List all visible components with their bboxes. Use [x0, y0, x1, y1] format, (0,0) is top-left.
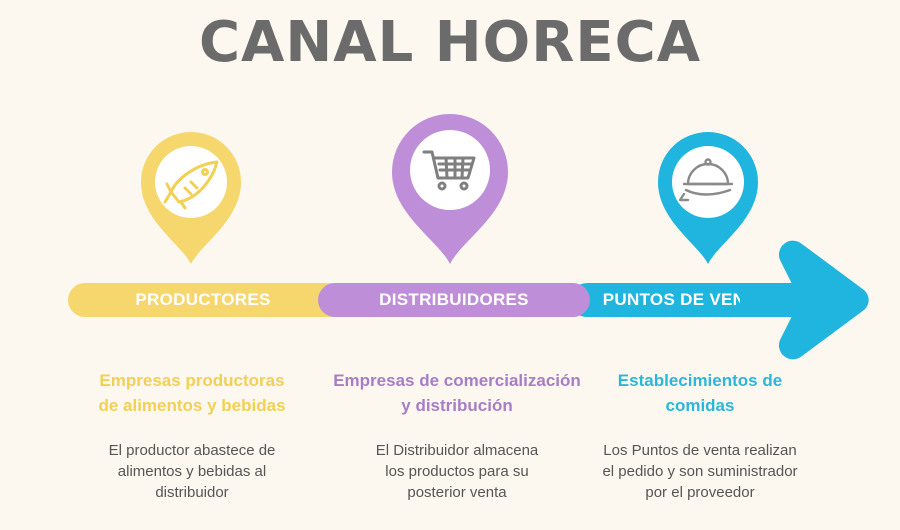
- points-of-sale-pin: [658, 132, 758, 264]
- producers-description: El productor abastece de alimentos y beb…: [108, 442, 276, 501]
- distributors-pin: [392, 114, 508, 264]
- stage-label-producers: PRODUCTORES: [68, 283, 338, 317]
- points-of-sale-heading: Establecimientos de comidas: [617, 371, 783, 415]
- stage-label-distributors: DISTRIBUIDORES: [318, 283, 590, 317]
- points-of-sale-description: Los Puntos de venta realizan el pedido y…: [602, 442, 798, 501]
- arrow-head-icon: [740, 238, 872, 367]
- shopping-cart-icon: [422, 150, 476, 191]
- producers-column: Empresas productoras de alimentos y bebi…: [72, 368, 312, 503]
- producers-heading: Empresas productoras de alimentos y bebi…: [98, 371, 286, 415]
- producers-pin: [141, 132, 241, 264]
- page-title: CANAL HORECA: [198, 10, 702, 75]
- points-of-sale-column: Establecimientos de comidas Los Puntos d…: [580, 368, 820, 503]
- serving-cloche-icon: [678, 158, 734, 202]
- distributors-description: El Distribuidor almacena los productos p…: [375, 442, 539, 501]
- distributors-column: Empresas de comercialización y distribuc…: [312, 368, 602, 503]
- fish-icon: [163, 160, 219, 210]
- distributors-heading: Empresas de comercialización y distribuc…: [333, 371, 581, 415]
